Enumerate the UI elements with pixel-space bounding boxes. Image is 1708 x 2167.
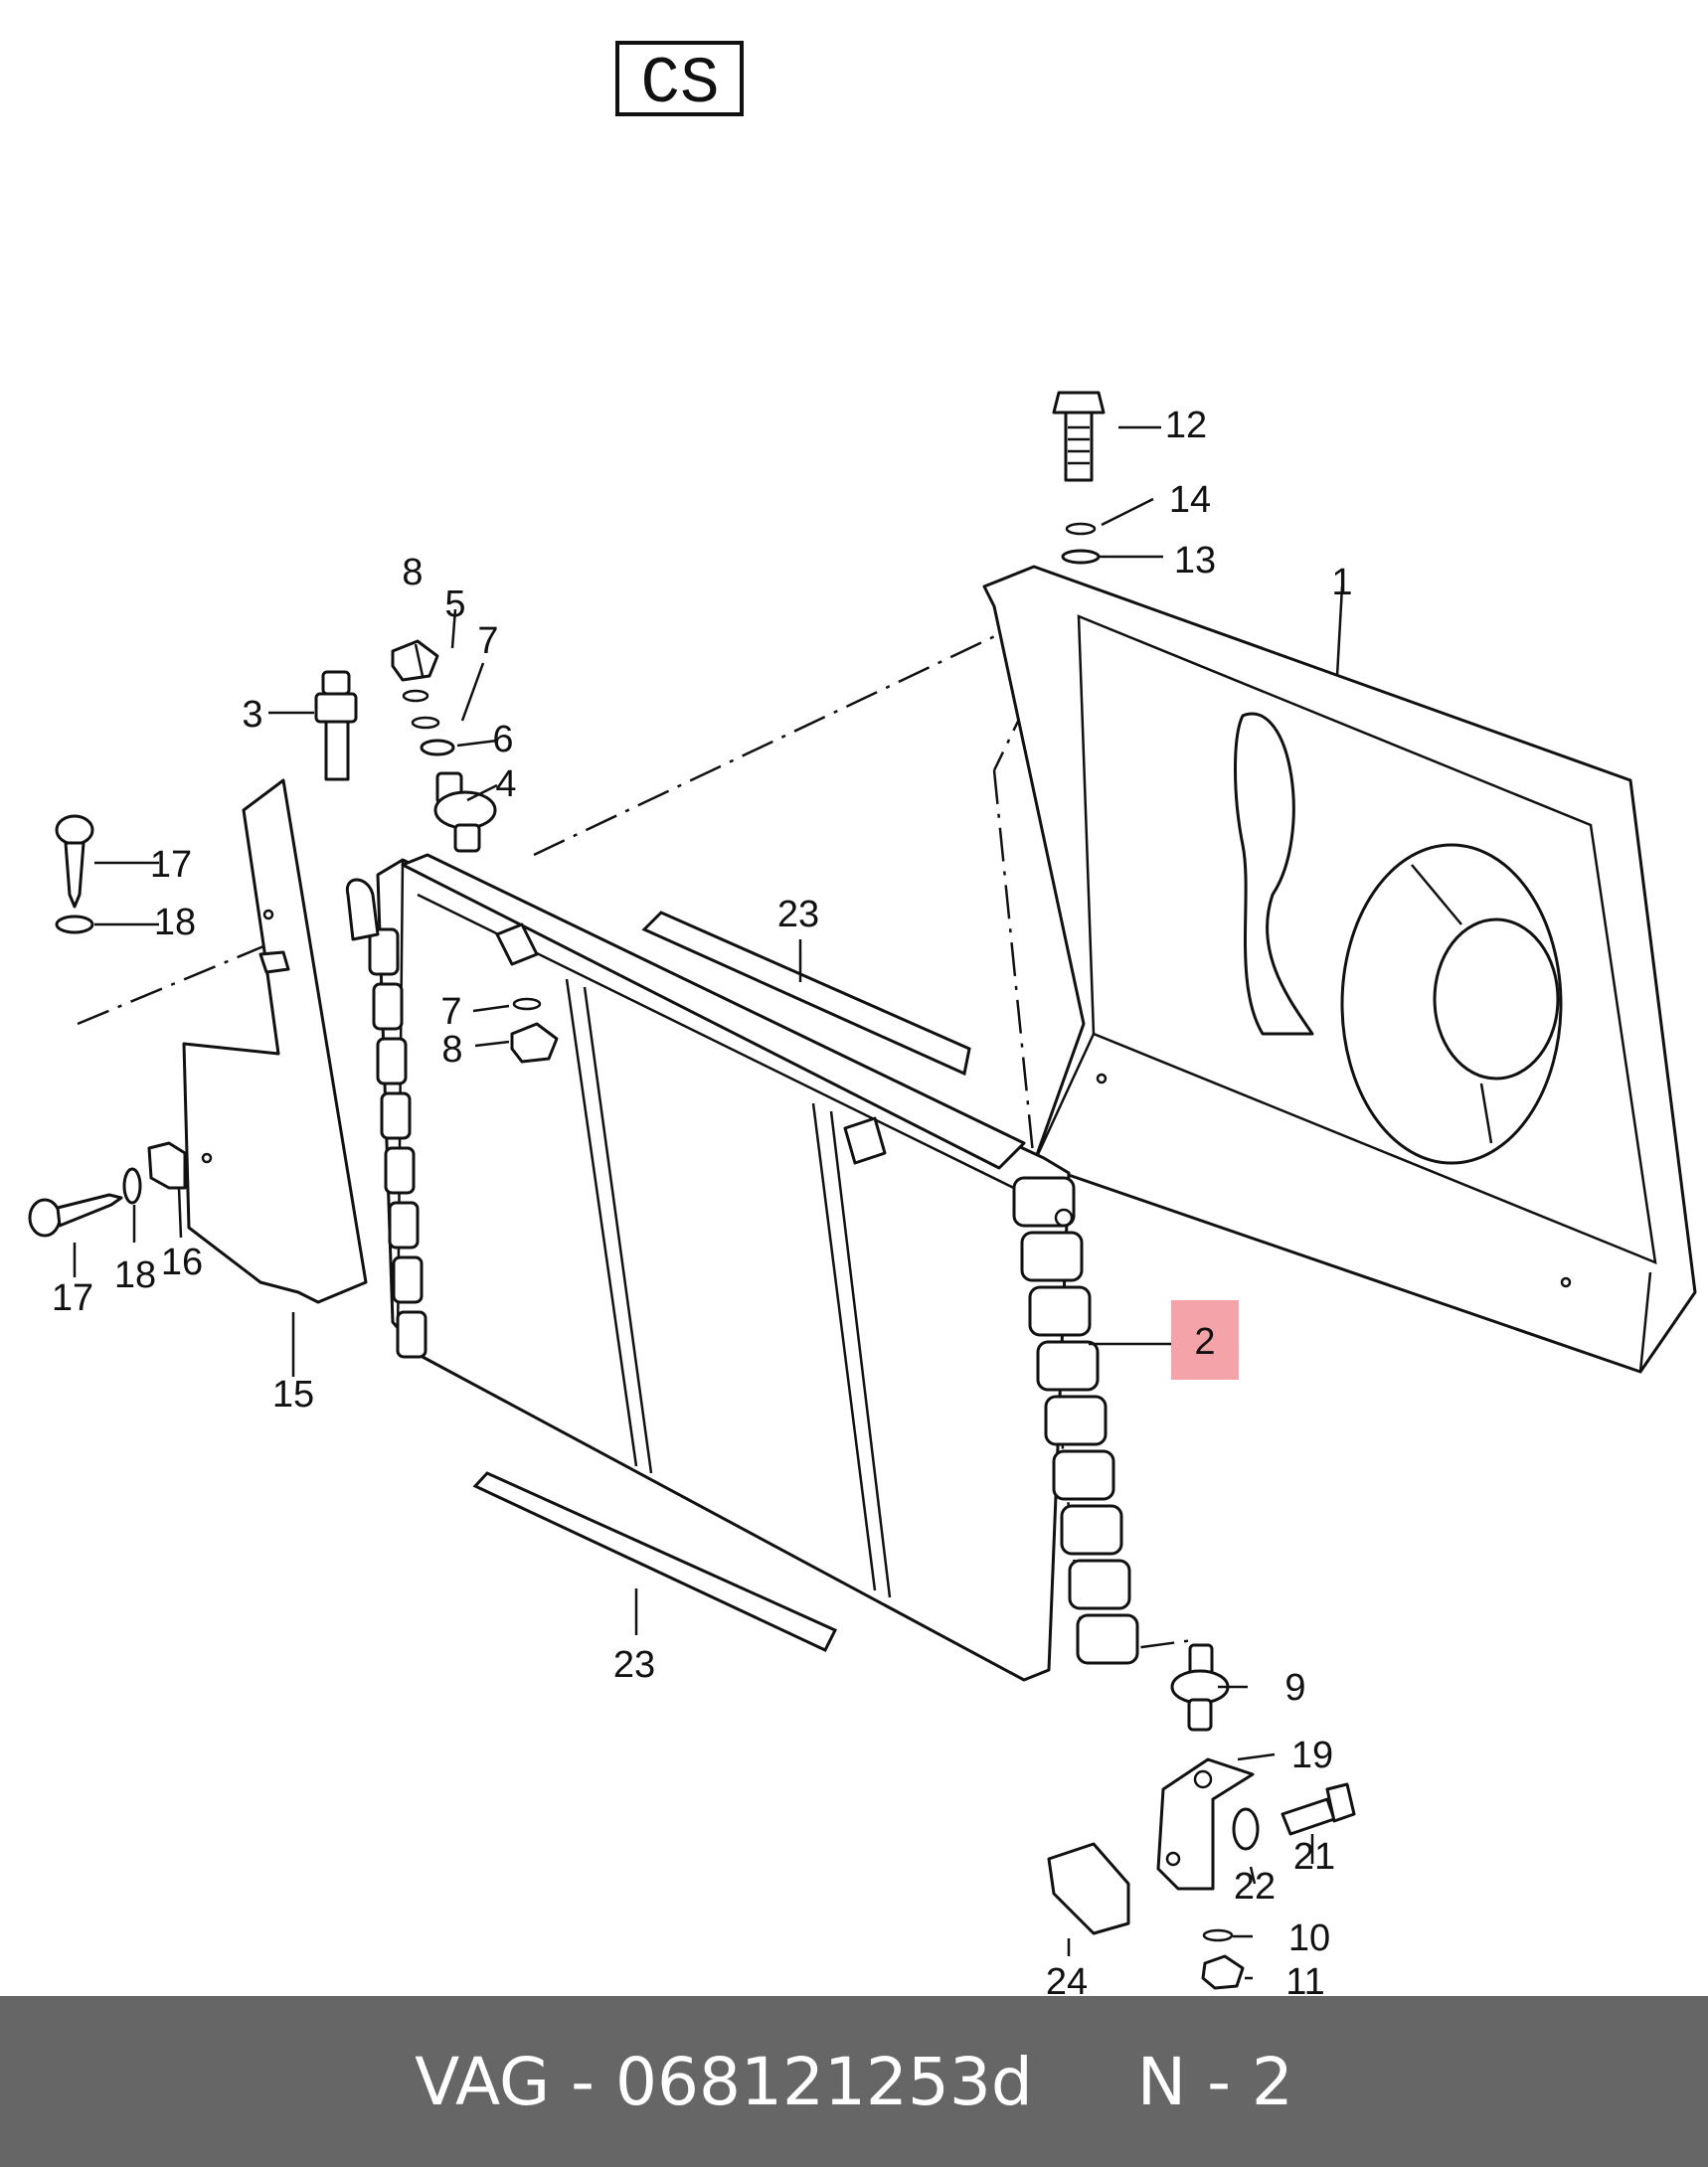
washer-7-lower xyxy=(512,997,542,1011)
radiator-tank-left xyxy=(368,927,427,1359)
radiator xyxy=(345,853,1139,1682)
bracket-19 xyxy=(1156,1757,1255,1891)
washer-14 xyxy=(1065,522,1097,536)
footer-ref: N - 2 xyxy=(1136,2043,1293,2120)
callout-4[interactable]: 4 xyxy=(495,763,516,805)
callout-24[interactable]: 24 xyxy=(1046,1961,1088,1996)
nut-8 xyxy=(391,639,439,682)
callout-8-upper[interactable]: 8 xyxy=(402,552,423,593)
washer-13 xyxy=(1061,549,1101,565)
callout-3[interactable]: 3 xyxy=(242,694,262,736)
callout-11[interactable]: 11 xyxy=(1285,1961,1324,1996)
footer-part-number: 068121253d xyxy=(614,2043,1033,2120)
footer-bar: VAG - 068121253d N - 2 xyxy=(0,1996,1708,2167)
callout-10[interactable]: 10 xyxy=(1288,1917,1330,1959)
nut-8-lower xyxy=(510,1022,559,1064)
washer-18-bottom xyxy=(122,1167,142,1205)
callout-17-upper[interactable]: 17 xyxy=(150,844,192,886)
bolt-21 xyxy=(1281,1782,1356,1836)
footer-brand: VAG xyxy=(415,2043,551,2120)
callout-16[interactable]: 16 xyxy=(161,1242,203,1283)
fan-shroud xyxy=(982,565,1697,1374)
callout-1[interactable]: 1 xyxy=(1331,562,1352,603)
callout-18-lower[interactable]: 18 xyxy=(114,1254,156,1296)
callout-18-upper[interactable]: 18 xyxy=(154,902,196,943)
washer-10 xyxy=(1202,1928,1234,1942)
washer-7 xyxy=(411,716,440,730)
callout-21[interactable]: 21 xyxy=(1293,1836,1335,1878)
callout-15[interactable]: 15 xyxy=(272,1374,314,1416)
callout-labels: 1 2 3 4 5 6 7 7 8 8 9 10 11 12 13 14 15 … xyxy=(52,405,1353,1996)
callout-5[interactable]: 5 xyxy=(444,583,465,625)
callout-22[interactable]: 22 xyxy=(1234,1866,1276,1908)
callout-6[interactable]: 6 xyxy=(492,719,513,760)
screw-17-top xyxy=(55,814,94,909)
nut-11 xyxy=(1201,1954,1245,1990)
foam-strip-bottom xyxy=(472,1471,838,1652)
callout-8-lower[interactable]: 8 xyxy=(441,1029,462,1071)
screw-17-bottom xyxy=(28,1193,123,1238)
parts-diagram: CS xyxy=(28,41,1697,1996)
callout-7-lower[interactable]: 7 xyxy=(440,991,461,1033)
bolt-12 xyxy=(1052,391,1106,482)
cs-badge-text: CS xyxy=(640,47,719,121)
washer-22 xyxy=(1232,1807,1260,1851)
callout-23-upper[interactable]: 23 xyxy=(777,894,819,935)
footer-separator: - xyxy=(571,2043,595,2120)
callout-23-lower[interactable]: 23 xyxy=(613,1644,655,1686)
callout-9[interactable]: 9 xyxy=(1284,1667,1305,1709)
callout-12[interactable]: 12 xyxy=(1165,405,1207,446)
callout-7-upper[interactable]: 7 xyxy=(477,620,498,662)
callout-19[interactable]: 19 xyxy=(1291,1735,1333,1776)
rubber-mount-9 xyxy=(1170,1643,1230,1732)
foam-strip-top xyxy=(641,911,971,1077)
callout-17-lower[interactable]: 17 xyxy=(52,1277,93,1319)
callout-13[interactable]: 13 xyxy=(1174,540,1216,582)
washer-6 xyxy=(420,739,455,756)
radiator-tank xyxy=(1012,1176,1139,1665)
stud-3 xyxy=(314,670,358,781)
callout-14[interactable]: 14 xyxy=(1169,479,1211,521)
rubber-mount-4 xyxy=(433,771,497,853)
washer-5 xyxy=(402,689,429,703)
leader-lines xyxy=(73,425,1344,1980)
clip-nut-24 xyxy=(1047,1842,1130,1935)
washer-18-top xyxy=(55,915,94,934)
callout-2[interactable]: 2 xyxy=(1194,1321,1215,1363)
cs-badge: CS xyxy=(615,41,744,121)
clip-16 xyxy=(147,1141,187,1190)
air-duct xyxy=(182,778,368,1304)
highlight-box xyxy=(1171,1300,1239,1380)
